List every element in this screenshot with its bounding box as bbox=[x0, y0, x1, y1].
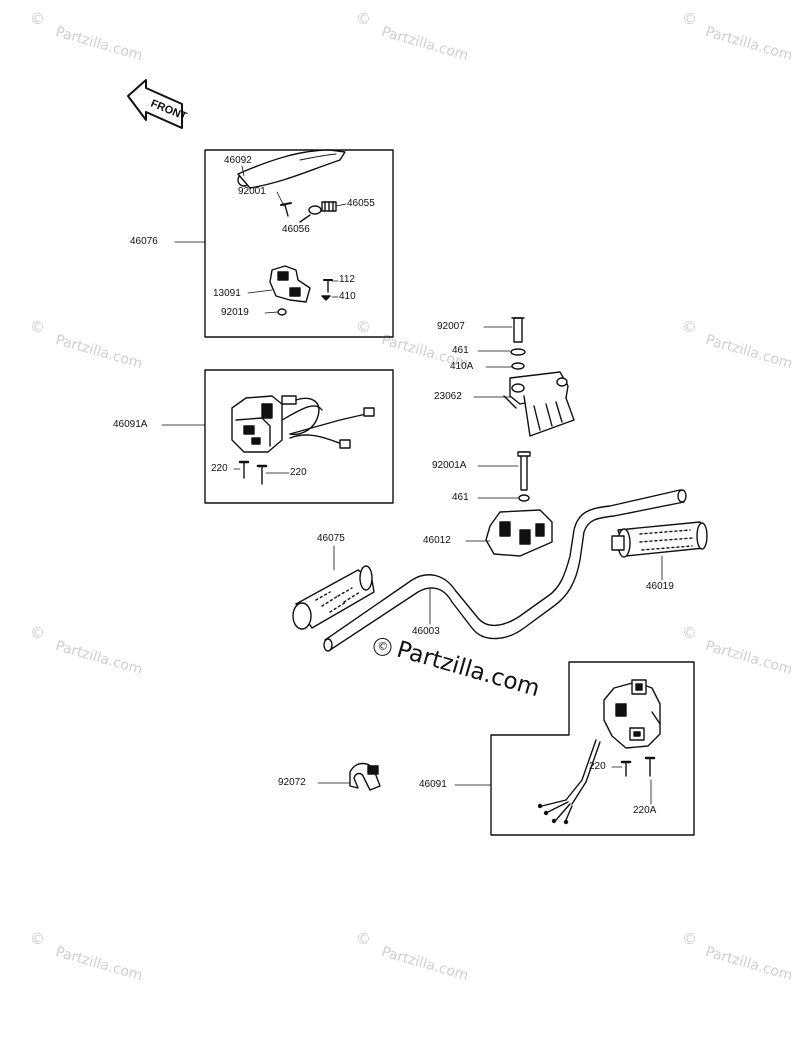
part-label: 461 bbox=[452, 492, 469, 503]
part-label: 46055 bbox=[347, 198, 375, 209]
copyright-icon: © bbox=[30, 930, 45, 948]
nut bbox=[277, 308, 287, 316]
copyright-icon: © bbox=[30, 624, 45, 642]
leader-lines bbox=[161, 165, 663, 805]
copyright-icon: © bbox=[371, 635, 394, 659]
copyright-icon: © bbox=[356, 318, 371, 336]
lever-pivot-bolt bbox=[280, 202, 292, 217]
part-label: 46003 bbox=[412, 626, 440, 637]
washer-410a bbox=[511, 362, 525, 370]
switch-wiring-harness bbox=[537, 739, 601, 825]
part-label: 461 bbox=[452, 345, 469, 356]
wire-clamp bbox=[349, 762, 381, 791]
clutch-lever bbox=[237, 149, 346, 189]
part-label: 46092 bbox=[224, 155, 252, 166]
part-label: 220 bbox=[211, 463, 228, 474]
part-label: 220 bbox=[290, 467, 307, 478]
part-label: 92072 bbox=[278, 777, 306, 788]
lever-holder-bracket bbox=[269, 265, 311, 303]
washer-461-upper bbox=[510, 348, 526, 356]
part-label: 46076 bbox=[130, 236, 158, 247]
copyright-icon: © bbox=[30, 10, 45, 28]
left-switch-housing bbox=[231, 395, 375, 453]
part-label: 220 bbox=[589, 761, 606, 772]
mount-bracket bbox=[503, 371, 575, 437]
part-label: 92019 bbox=[221, 307, 249, 318]
part-label: 112 bbox=[339, 274, 355, 285]
copyright-icon: © bbox=[682, 624, 697, 642]
copyright-icon: © bbox=[682, 930, 697, 948]
part-label: 92001 bbox=[238, 186, 266, 197]
front-arrow-icon: FRONT bbox=[127, 79, 189, 129]
cable-adjuster bbox=[321, 201, 337, 212]
part-label: 23062 bbox=[434, 391, 462, 402]
part-label: 46091 bbox=[419, 779, 447, 790]
right-switch-housing bbox=[603, 679, 661, 749]
clamp-bolt-upper bbox=[511, 317, 525, 343]
part-label: 13091 bbox=[213, 288, 241, 299]
part-label: 46075 bbox=[317, 533, 345, 544]
part-label: 46012 bbox=[423, 535, 451, 546]
right-grip bbox=[611, 521, 708, 558]
clamp-bolt-lower bbox=[517, 451, 531, 491]
holder-screw bbox=[321, 279, 333, 301]
part-label: 46056 bbox=[282, 224, 310, 235]
washer-461-lower bbox=[518, 494, 530, 502]
copyright-icon: © bbox=[356, 10, 371, 28]
handlebar bbox=[323, 489, 687, 652]
handlebar-holder bbox=[485, 509, 553, 557]
switch-screw-right bbox=[620, 756, 656, 777]
copyright-icon: © bbox=[30, 318, 45, 336]
left-grip bbox=[292, 565, 375, 630]
part-label: 410 bbox=[339, 291, 356, 302]
left-switch-box bbox=[204, 369, 394, 504]
right-switch-box bbox=[490, 661, 695, 836]
part-label: 92001A bbox=[432, 460, 467, 471]
lever-assembly-box bbox=[204, 149, 394, 338]
part-label: 410A bbox=[450, 361, 474, 372]
part-label: 46019 bbox=[646, 581, 674, 592]
copyright-icon: © bbox=[682, 318, 697, 336]
copyright-icon: © bbox=[356, 930, 371, 948]
spring-washer bbox=[299, 205, 322, 223]
part-label: 92007 bbox=[437, 321, 465, 332]
switch-screw-left bbox=[238, 460, 268, 485]
copyright-icon: © bbox=[682, 10, 697, 28]
part-label: 46091A bbox=[113, 419, 148, 430]
part-label: 220A bbox=[633, 805, 657, 816]
